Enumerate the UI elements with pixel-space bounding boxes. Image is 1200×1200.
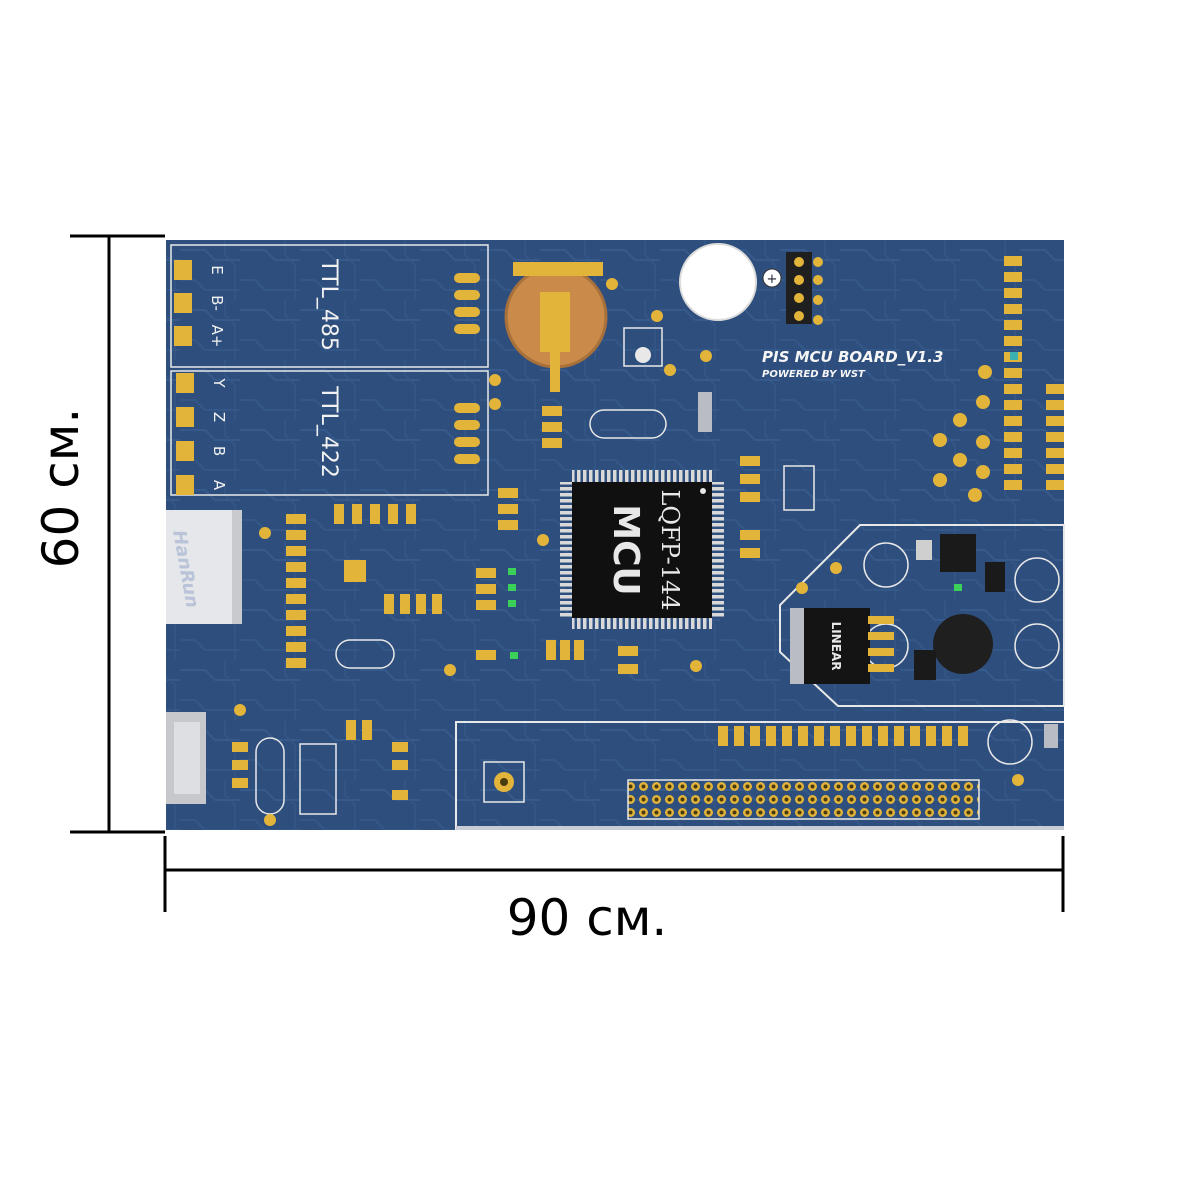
soic-ic-2	[299, 743, 337, 815]
ttl-422-section: Y Z B A TTL_422	[170, 370, 489, 496]
pin-422-z: Z	[210, 412, 228, 422]
usb-connector	[166, 712, 206, 804]
board-subtitle: POWERED BY WST	[762, 369, 866, 380]
pin-485-b: B-	[208, 295, 226, 311]
svg-text:+: +	[767, 272, 778, 287]
pin-422-a: A	[210, 480, 228, 491]
pin-422-y: Y	[210, 377, 228, 388]
power-components: LINEAR	[790, 534, 1060, 684]
battery-holder	[504, 262, 608, 392]
height-dimension-label: 60 см.	[32, 408, 90, 569]
regulator-brand-label: LINEAR	[829, 622, 843, 671]
reset-button-component	[623, 327, 663, 367]
mcu-chip: LQFP-144 MCU	[560, 470, 724, 629]
chip-name-label: MCU	[605, 504, 646, 595]
dimension-lines	[70, 234, 1065, 912]
ttl-485-section: E B- A+ TTL_485	[170, 244, 489, 368]
crystal-can	[698, 392, 712, 432]
ttl-485-label: TTL_485	[316, 258, 341, 351]
pin-422-b: B	[210, 446, 228, 456]
soic-ic	[783, 465, 815, 511]
crystal-oscillators	[255, 409, 667, 815]
chip-package-label: LQFP-144	[656, 489, 684, 610]
top-pin-header	[786, 252, 823, 325]
passive-components	[232, 256, 1064, 826]
qfn-ic	[344, 560, 366, 582]
ttl-422-label: TTL_422	[316, 385, 341, 478]
pin-485-a: A+	[208, 325, 226, 348]
board-title: PIS MCU BOARD_V1.3	[762, 348, 943, 366]
width-dimension-label: 90 см.	[507, 889, 668, 947]
pin-485-e: E	[208, 265, 226, 274]
connector-housing: HanRun	[166, 510, 242, 624]
buzzer: +	[679, 243, 782, 321]
bottom-header-region	[455, 719, 1064, 830]
pcb-board: E B- A+ TTL_485 Y Z B A TTL_422	[166, 240, 1065, 830]
power-section-outline	[779, 524, 1065, 707]
